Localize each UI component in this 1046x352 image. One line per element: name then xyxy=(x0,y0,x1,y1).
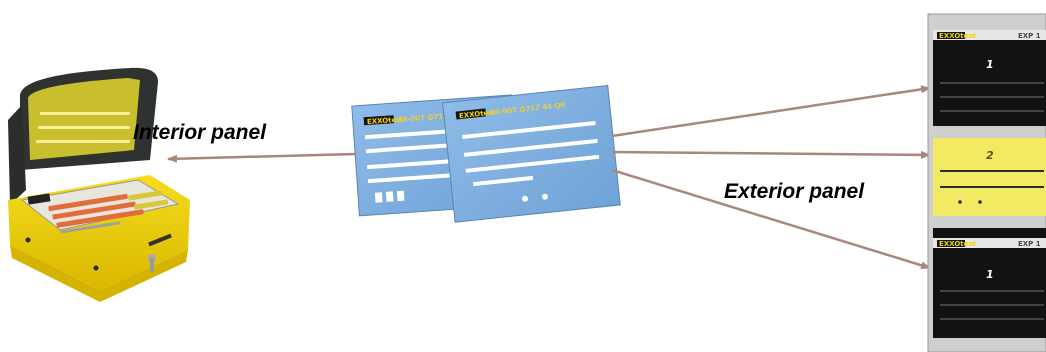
svg-text:EXXOtest: EXXOtest xyxy=(939,240,977,248)
arrow-to-exterior-2 xyxy=(612,152,930,155)
panel-templates-image: EXXOtest 44-007 Q717 EXXOtest 44-007 Q71… xyxy=(352,86,620,223)
svg-text:EXP 1: EXP 1 xyxy=(1018,240,1041,248)
template-front: EXXOtest 44-007 Q717 44 QR xyxy=(443,86,621,223)
arrow-to-exterior-1 xyxy=(612,88,930,136)
arrow-to-interior xyxy=(168,154,356,159)
exterior-panel-2: 2 xyxy=(933,138,1046,216)
svg-text:EXP 1: EXP 1 xyxy=(1018,32,1041,40)
exterior-panel-label: Exterior panel xyxy=(724,180,864,204)
exterior-panel-2-number: 2 xyxy=(986,149,994,162)
exterior-panel-1-number: 1 xyxy=(986,58,994,71)
exterior-panel-3: EXXOtest EXP 1 1 xyxy=(933,228,1046,338)
exterior-panel-1: EXXOtest EXP 1 1 xyxy=(933,30,1046,126)
exterior-panel-3-number: 1 xyxy=(986,268,994,281)
tester-case-image xyxy=(8,68,190,302)
exterior-panels-image: EXXOtest EXP 1 1 2 xyxy=(928,14,1046,352)
interior-panel-label: Interior panel xyxy=(133,121,266,145)
svg-text:EXXOtest: EXXOtest xyxy=(939,32,977,40)
